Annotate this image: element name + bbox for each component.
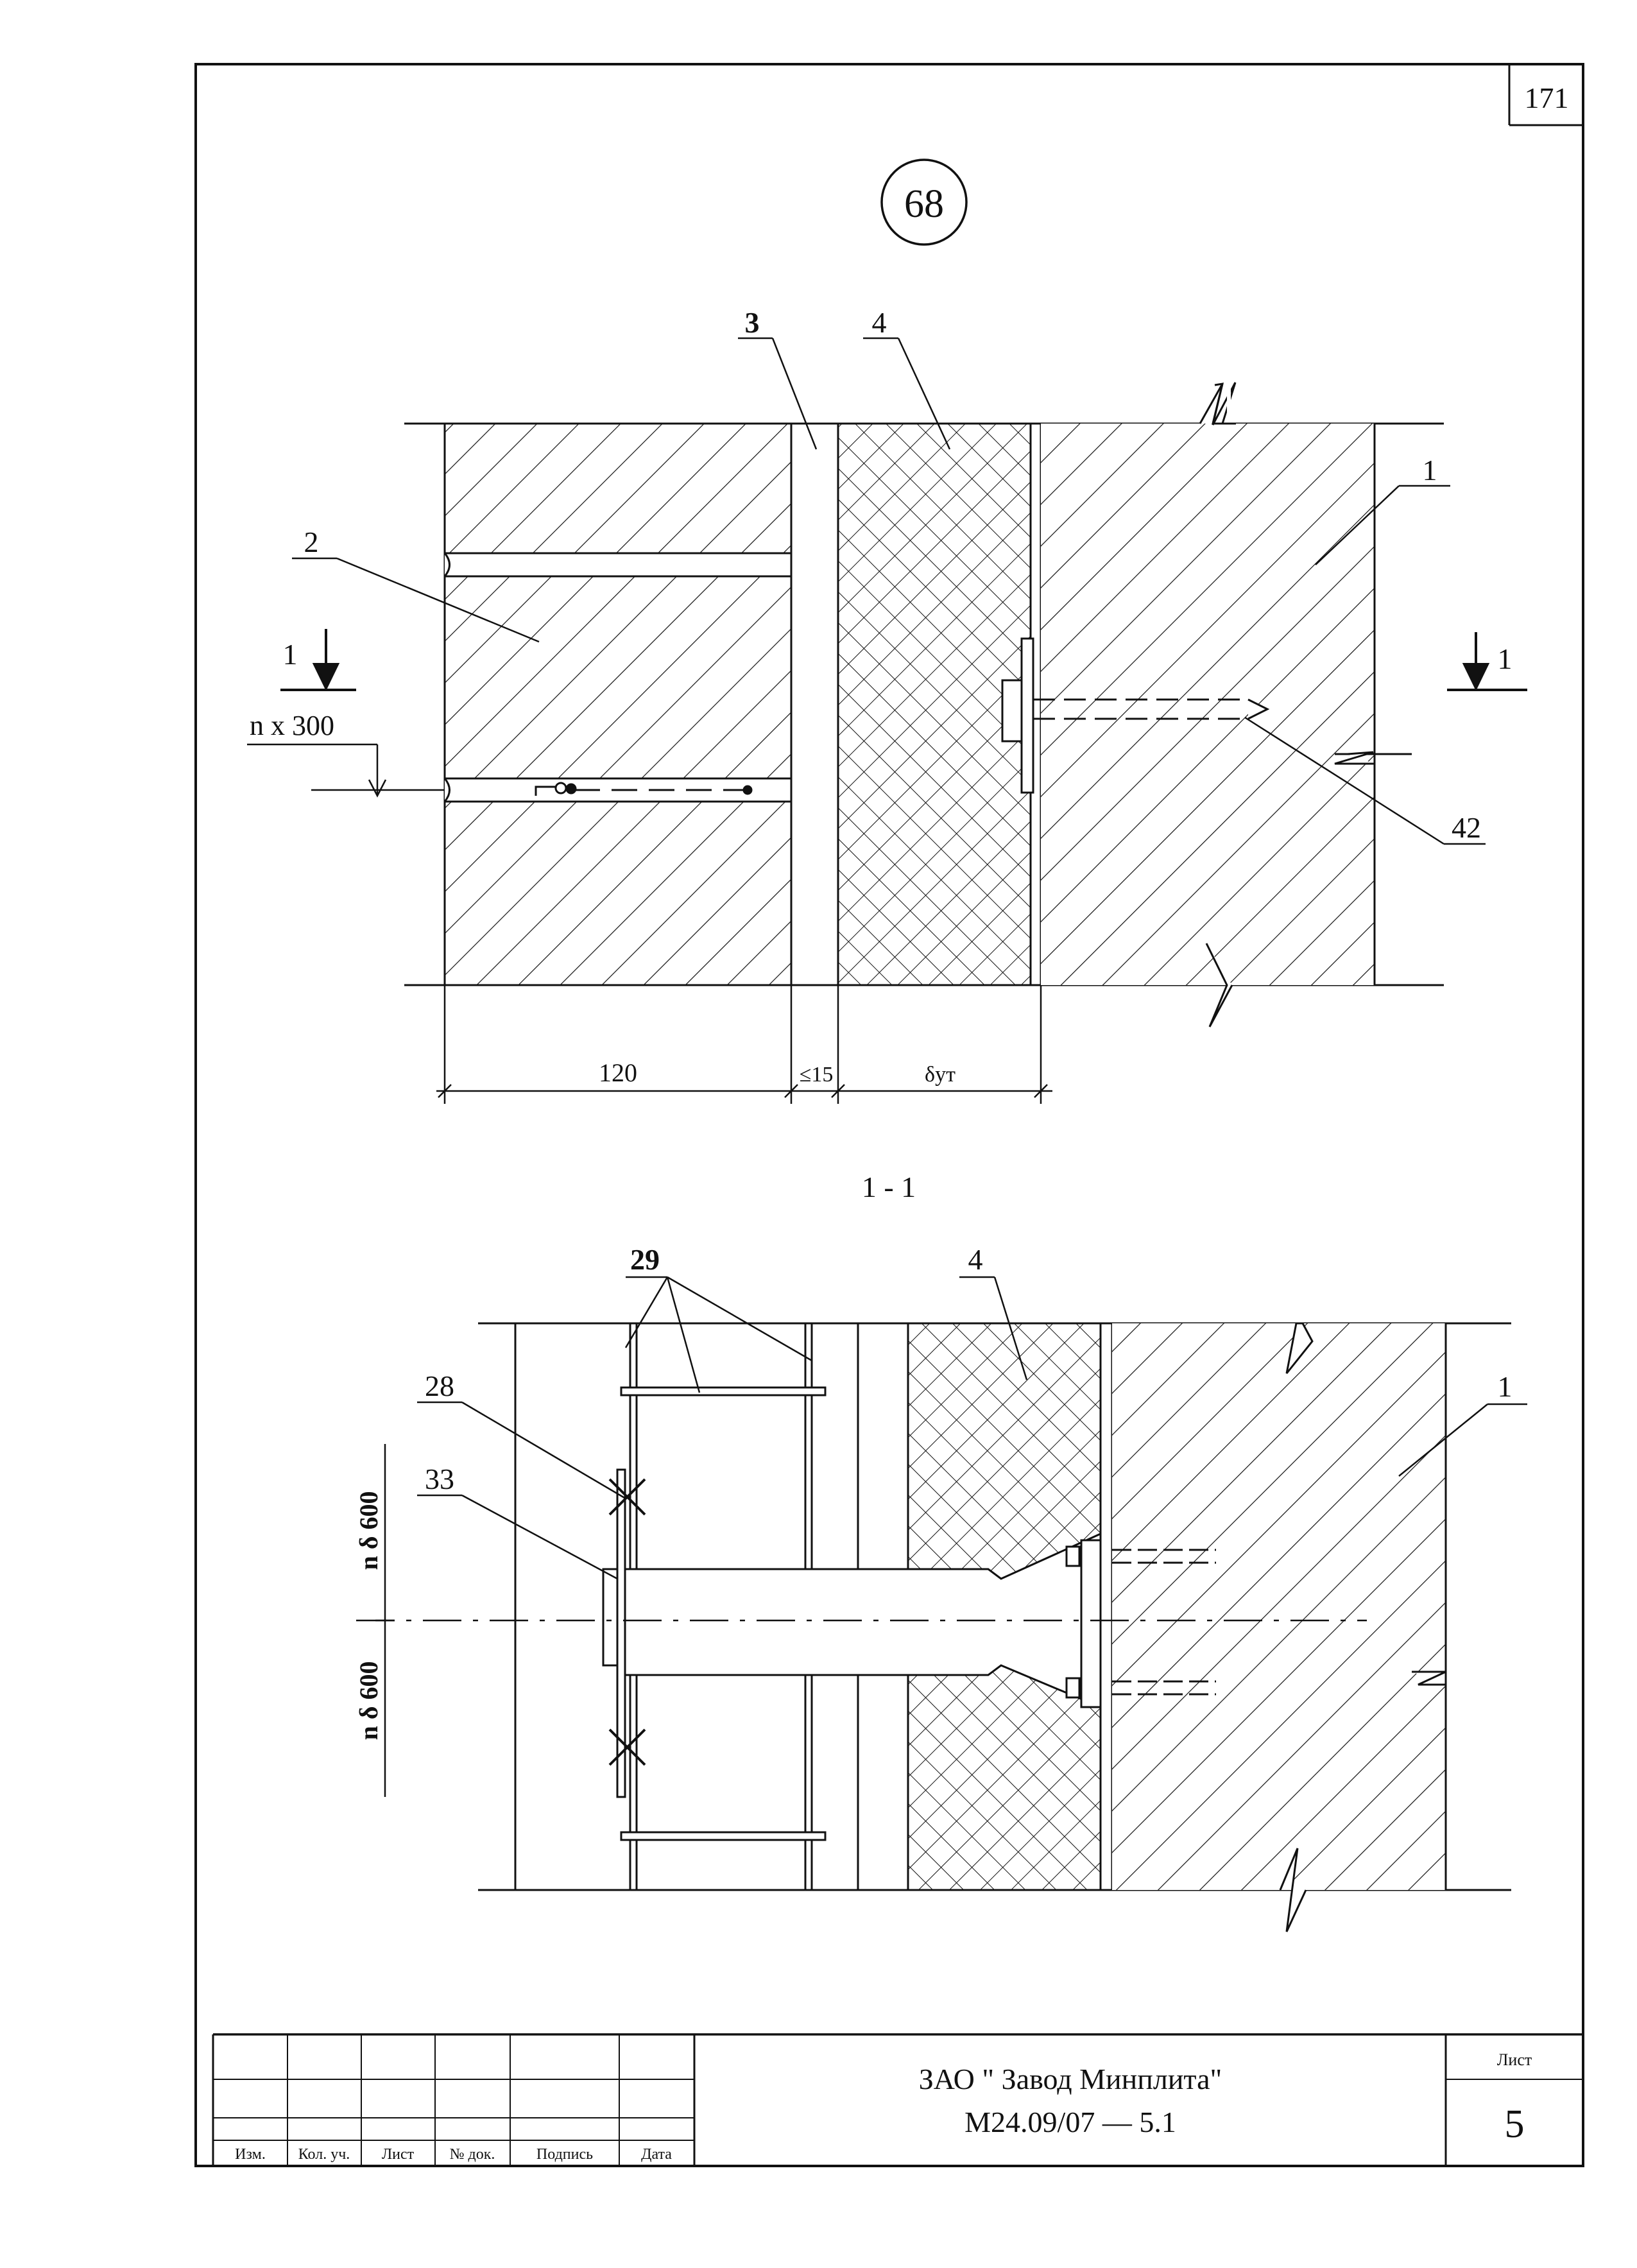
title-block [212,2033,1583,2166]
section-mark-right [1447,632,1527,691]
callout-28: 28 [425,1370,454,1402]
anchor-dowel [1001,637,1270,794]
callout-33: 33 [425,1463,454,1495]
spacing-lower: n δ 600 [354,1661,383,1740]
callout-4-section: 4 [968,1243,983,1276]
section-concrete [1112,1323,1446,1890]
callout-3: 3 [745,306,760,339]
wall-ties-29 [620,1386,827,1841]
corner-sheet-number: 171 [1525,82,1569,114]
air-gap-layer [790,422,839,986]
spacing-leader [247,743,445,798]
break-line-bottom [1205,943,1233,1027]
section-title: 1 - 1 [862,1171,916,1203]
mortar-joint-upper [443,552,793,578]
tb-sheet-label: Лист [1497,2050,1532,2069]
callout-4: 4 [872,306,887,339]
spacing-label: n x 300 [250,710,334,741]
title-block-headers: Изм. Кол. уч. Лист № док. Подпись Дата [235,2146,672,2163]
section-mark-left-label: 1 [283,638,298,671]
tb-header-izm: Изм. [235,2146,266,2163]
callout-1-section: 1 [1498,1370,1513,1403]
dim-120: 120 [599,1058,637,1087]
dim-insulation: δут [925,1063,956,1087]
dimension-line [436,985,1052,1104]
sheet-frame [194,63,1584,2167]
tb-company: ЗАО " Завод Минплита" [919,2063,1222,2095]
callout-29: 29 [630,1243,660,1276]
top-leaders [292,337,1486,845]
spacing-upper: n δ 600 [354,1491,383,1570]
tb-header-sign: Подпись [536,2146,593,2163]
fastener-marks-28 [608,1478,646,1766]
brick-wall-layer [443,422,793,986]
callout-42: 42 [1452,811,1481,844]
bracket-33 [602,1468,1102,1798]
section-leaders [417,1276,1527,1580]
top-view: 3 4 1 2 42 1 1 n x 300 [247,306,1527,1104]
section-mark-right-label: 1 [1498,642,1513,675]
insulation-layer [837,422,1032,986]
detail-marker: 68 [880,159,968,246]
tb-header-date: Дата [641,2146,672,2163]
section-view: 29 4 1 28 33 n δ 600 n δ 600 [354,1243,1527,1932]
tb-header-list: Лист [382,2146,415,2163]
tb-sheet-value: 5 [1505,2102,1525,2146]
anchor-bolts [1065,1545,1216,1699]
vertical-spacing-marks [375,1444,395,1797]
dim-15: ≤15 [800,1063,834,1087]
section-film-strip [1099,1322,1113,1891]
callout-1: 1 [1423,454,1437,486]
concrete-wall [1041,424,1375,985]
tb-header-kol: Кол. уч. [298,2146,350,2163]
detail-number: 68 [904,182,944,226]
tb-doc-code: М24.09/07 — 5.1 [964,2106,1176,2138]
tb-header-doc: № док. [450,2146,495,2163]
section-mark-left [280,629,356,691]
callout-2: 2 [304,526,319,558]
